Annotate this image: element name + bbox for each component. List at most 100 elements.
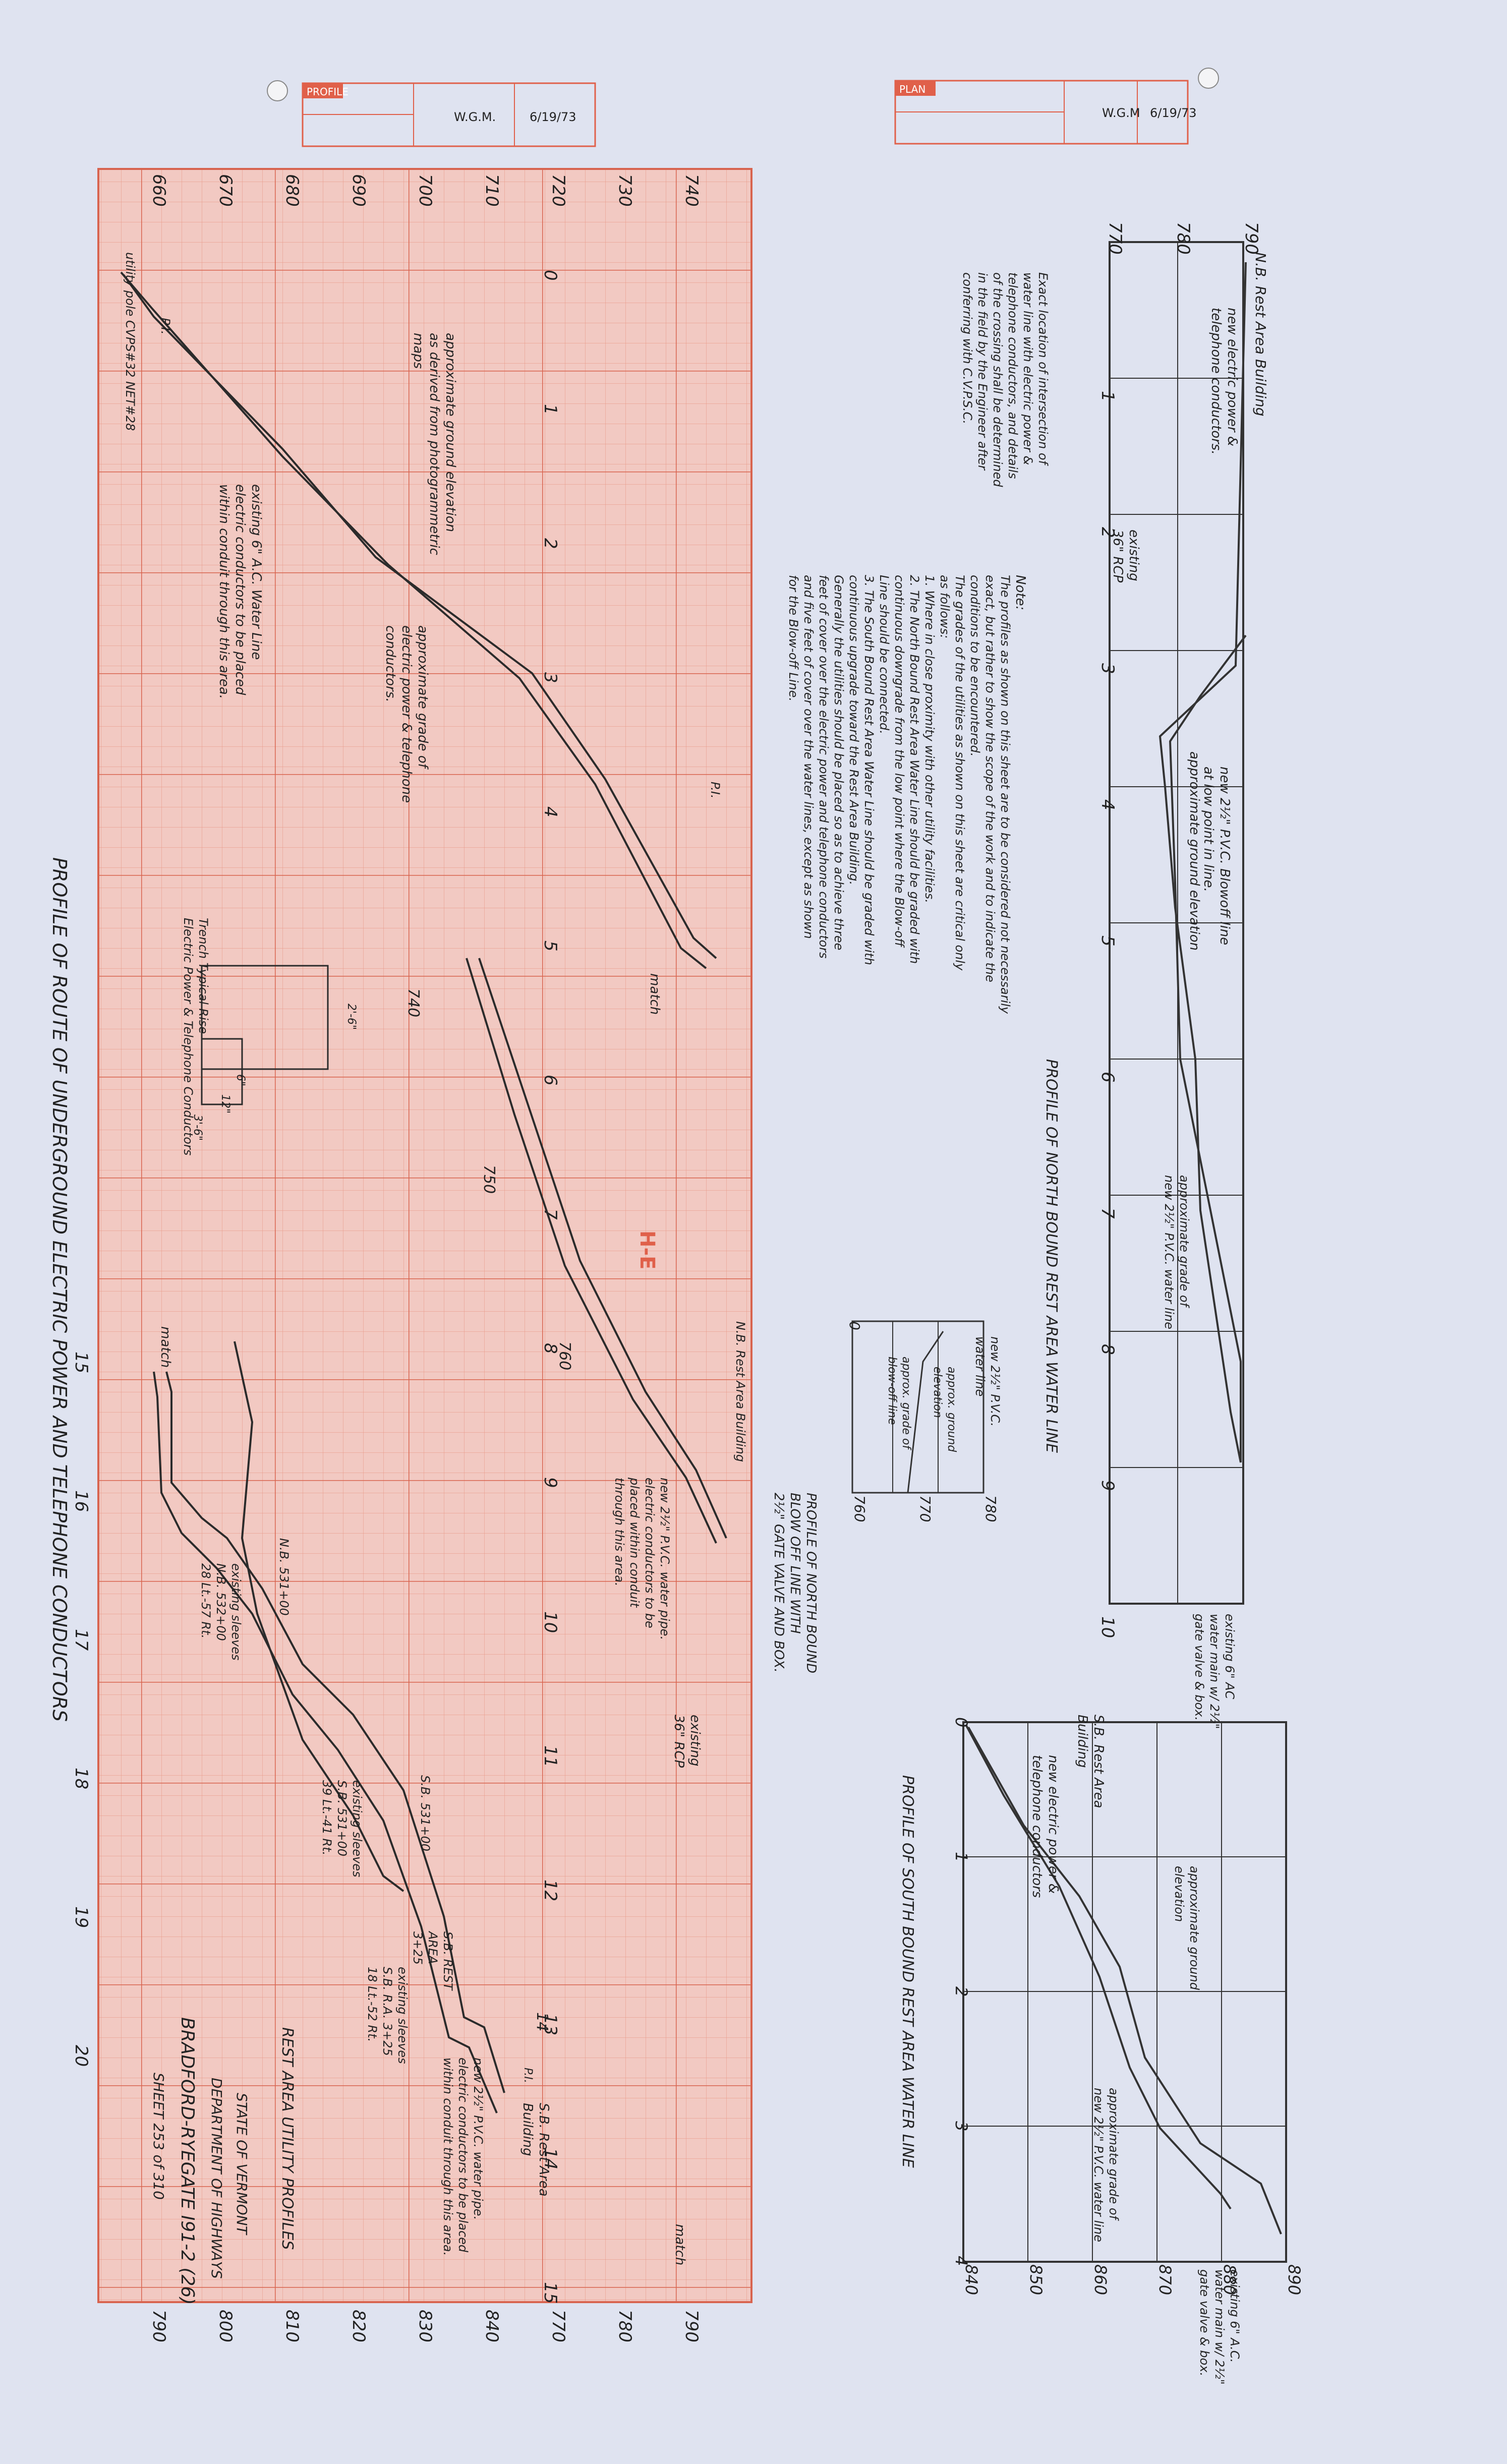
route-elev-right-3-group: 840 — [482, 2310, 502, 2342]
left-block-date: 6/19/73 — [530, 110, 576, 124]
route-label-nb-sleeves-0-group: existing sleeves — [229, 1563, 243, 1660]
route-sta-bottom-5: 20 — [71, 2045, 91, 2067]
nb-title: PROFILE OF NORTH BOUND REST AREA WATER L… — [1042, 1059, 1060, 1453]
left-block-designer: W.G.M. — [454, 110, 496, 124]
route-inline-elev-0: 740 — [404, 988, 422, 1017]
nb-note-6: 2. The North Bound Rest Area Water Line … — [907, 575, 921, 964]
route-ground-line-bottom2 — [234, 1341, 404, 1892]
route-label-newpipe-nb-3-group: through this area. — [612, 1478, 626, 1587]
route-elev-right-7: 800 — [215, 2310, 236, 2342]
trench-dim-2: 12" — [219, 1094, 231, 1113]
blowoff-elev-0-group: 780 — [982, 1495, 999, 1522]
sheet-title-1-group: REST AREA UTILITY PROFILES — [278, 2027, 296, 2250]
route-ground-line-mid — [478, 958, 727, 1539]
sb-label-ground-1-group: elevation — [1172, 1866, 1186, 1922]
route-label-rcp-1-group: 36" RCP — [671, 1715, 686, 1768]
route-label-sb-sleeves-1-group: S.B. 531+00 — [335, 1780, 349, 1856]
route-sta-bottom-1: 16 — [71, 1490, 91, 1512]
route-label-sb-sleeves-0: existing sleeves — [350, 1780, 364, 1877]
nb-note-13-group: and five feet of cover over the water li… — [801, 575, 816, 939]
right-block-designer: W.G.M — [1102, 106, 1140, 120]
route-label-pole: utility pole CVPS#32 NET#28 — [123, 252, 137, 431]
nb-sta-6-group: 7 — [1097, 1208, 1118, 1219]
route-sta-top-1: 1 — [540, 404, 560, 415]
sb-label-watermain-1: water main w/ 2½" — [1212, 2269, 1227, 2385]
sb-sta-1-group: 1 — [952, 1852, 971, 1862]
route-sta-top-10: 10 — [540, 1611, 560, 1633]
route-label-pi-2: P.I. — [708, 782, 722, 799]
route-label-match-3-group: match — [672, 2224, 687, 2265]
route-sta-top-10-group: 10 — [540, 1611, 560, 1633]
intersection-note-4-group: in the field by the Engineer after — [975, 272, 990, 471]
nb-sta-7-group: 8 — [1097, 1344, 1118, 1355]
route-elev-left-2-group: 720 — [548, 174, 568, 207]
right-block-date: 6/19/73 — [1150, 106, 1197, 120]
nb-label-electric-0-group: new electric power & — [1225, 308, 1240, 446]
trench-subtitle-group: Electric Power & Telephone Conductors — [181, 918, 195, 1155]
punch-hole-right — [1198, 68, 1219, 89]
route-sta-top-3: 3 — [540, 672, 560, 683]
blowoff-label-ground-1: elevation — [931, 1367, 944, 1418]
route-elev-right-8-group: 790 — [149, 2310, 169, 2342]
nb-label-grade-0-group: approximate grade of — [1177, 1175, 1191, 1309]
sheet-title-5-group: SHEET 253 of 310 — [150, 2073, 167, 2200]
sb-elev-5-group: 840 — [962, 2264, 981, 2295]
sb-label-grade-0: approximate grade of — [1107, 2088, 1121, 2221]
sb-label-electric-0-group: new electric power & — [1046, 1755, 1061, 1894]
route-sta-top-4-group: 4 — [540, 806, 560, 817]
sb-elev-4: 850 — [1026, 2264, 1046, 2295]
route-elev-right-6-group: 810 — [282, 2310, 302, 2342]
route-label-sb-sleeves-2-group: 39 Lt.-41 Rt. — [320, 1780, 334, 1855]
route-label-ground-0: approximate ground elevation — [443, 333, 458, 532]
nb-label-blowoff-1: at low point in line. — [1201, 767, 1216, 892]
route-elev-left-7: 670 — [215, 174, 236, 207]
nb-note-6-group: 2. The North Bound Rest Area Water Line … — [907, 575, 921, 964]
route-label-sb-rest-area-2: 3+25 — [411, 1931, 425, 1965]
route-elev-left-8-group: 660 — [149, 174, 169, 207]
trench-dim-2-group: 12" — [219, 1094, 231, 1113]
nb-sta-4-group: 5 — [1097, 935, 1118, 947]
route-sta-top-3-group: 3 — [540, 672, 560, 683]
nb-sta-2: 3 — [1097, 663, 1118, 674]
route-label-newpipe-nb-1-group: electric conductors to be — [643, 1478, 657, 1628]
nb-sta-8-group: 9 — [1097, 1480, 1118, 1491]
sheet-title-3: DEPARTMENT OF HIGHWAYS — [208, 2078, 225, 2279]
right-block-header: PLAN — [899, 83, 925, 95]
route-sta-top-6-group: 6 — [540, 1075, 560, 1086]
route-label-sb-rest-area-0: S.B. REST — [441, 1931, 455, 1991]
sheet-title-2: STATE OF VERMONT — [234, 2093, 250, 2236]
route-label-nb-sleeves-2-group: 28 Lt.-57 Rt. — [199, 1563, 213, 1638]
nb-sta-3-group: 4 — [1097, 799, 1118, 810]
logo-text: H-E — [635, 1230, 659, 1269]
route-label-grade-0-group: approximate grade of — [415, 625, 430, 770]
sb-sta-2-group: 2 — [952, 1986, 971, 1997]
route-label-sb-rest-area-2-group: 3+25 — [411, 1931, 425, 1965]
nb-sta-5: 6 — [1097, 1072, 1118, 1083]
route-elev-right-1: 780 — [615, 2310, 635, 2342]
route-label-sb-sleeves-1: S.B. 531+00 — [335, 1780, 349, 1856]
trench-title: Trench Typical Rise — [196, 918, 210, 1034]
nb-note-9-group: 3. The South Bound Rest Area Water Line … — [862, 575, 876, 965]
route-elev-right-0: 790 — [681, 2310, 702, 2342]
sb-sta-0: 0 — [952, 1717, 971, 1727]
route-label-sb-station: S.B. 531+00 — [418, 1775, 432, 1851]
nb-note-0-group: The profiles as shown on this sheet are … — [998, 575, 1012, 1014]
blowoff-label-grade-1-group: blow-off line — [886, 1357, 898, 1425]
route-elev-right-6: 810 — [282, 2310, 302, 2342]
route-ground-line-bottom — [165, 1371, 505, 2093]
route-elev-left-5: 690 — [349, 174, 369, 207]
blowoff-elev-1: 770 — [917, 1495, 934, 1522]
sb-label-building-1: Building — [1075, 1715, 1090, 1768]
route-elev-right-8: 790 — [149, 2310, 169, 2342]
nb-note-8-group: Line should be connected. — [877, 575, 891, 734]
nb-label-grade-1: new 2½" P.V.C. water line — [1162, 1175, 1176, 1329]
route-label-pi-1-group: P.I. — [158, 318, 172, 335]
blowoff-elev-1-group: 770 — [917, 1495, 934, 1522]
route-elev-left-4: 700 — [415, 174, 435, 207]
route-label-waterline-0: existing 6" A.C. Water Line — [249, 484, 264, 660]
route-label-rcp-0: existing — [687, 1715, 703, 1767]
nb-elev-1: 780 — [1173, 222, 1193, 255]
nb-note-12: feet of cover over the electric power an… — [817, 575, 831, 959]
route-elev-left-3-group: 710 — [482, 174, 502, 207]
